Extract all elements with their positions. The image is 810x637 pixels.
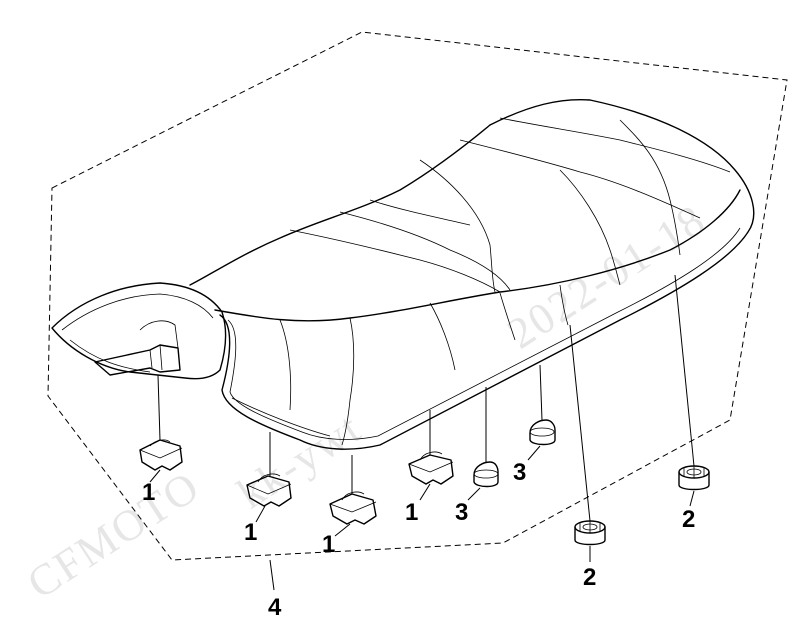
callouts: 1 1 1 1 2 2 3 3 4 [142,459,695,621]
watermark-code: kk-ywt [229,403,370,519]
bumper-part-3b [529,419,556,446]
callout-1a: 1 [142,479,155,506]
watermark: CFMOTO kk-ywt 2022-01-18 [19,195,715,609]
callout-3a: 3 [455,499,468,526]
assembly-boundary [47,31,788,561]
callout-2a: 2 [583,564,596,591]
callout-1b: 1 [244,519,257,546]
callout-1d: 1 [405,499,418,526]
clip-part-1b [246,473,292,507]
callout-2b: 2 [682,506,695,533]
seat-body [51,98,755,450]
clip-part-1a [139,439,183,471]
callout-1c: 1 [322,531,335,558]
clip-part-1d [408,451,454,485]
callout-3b: 3 [513,459,526,486]
clip-part-1c [329,491,377,525]
callout-4: 4 [268,594,282,621]
bumper-part-3a [473,461,499,488]
leader-lines [149,274,695,591]
nut-part-2a [574,520,606,546]
nut-part-2b [678,465,710,491]
